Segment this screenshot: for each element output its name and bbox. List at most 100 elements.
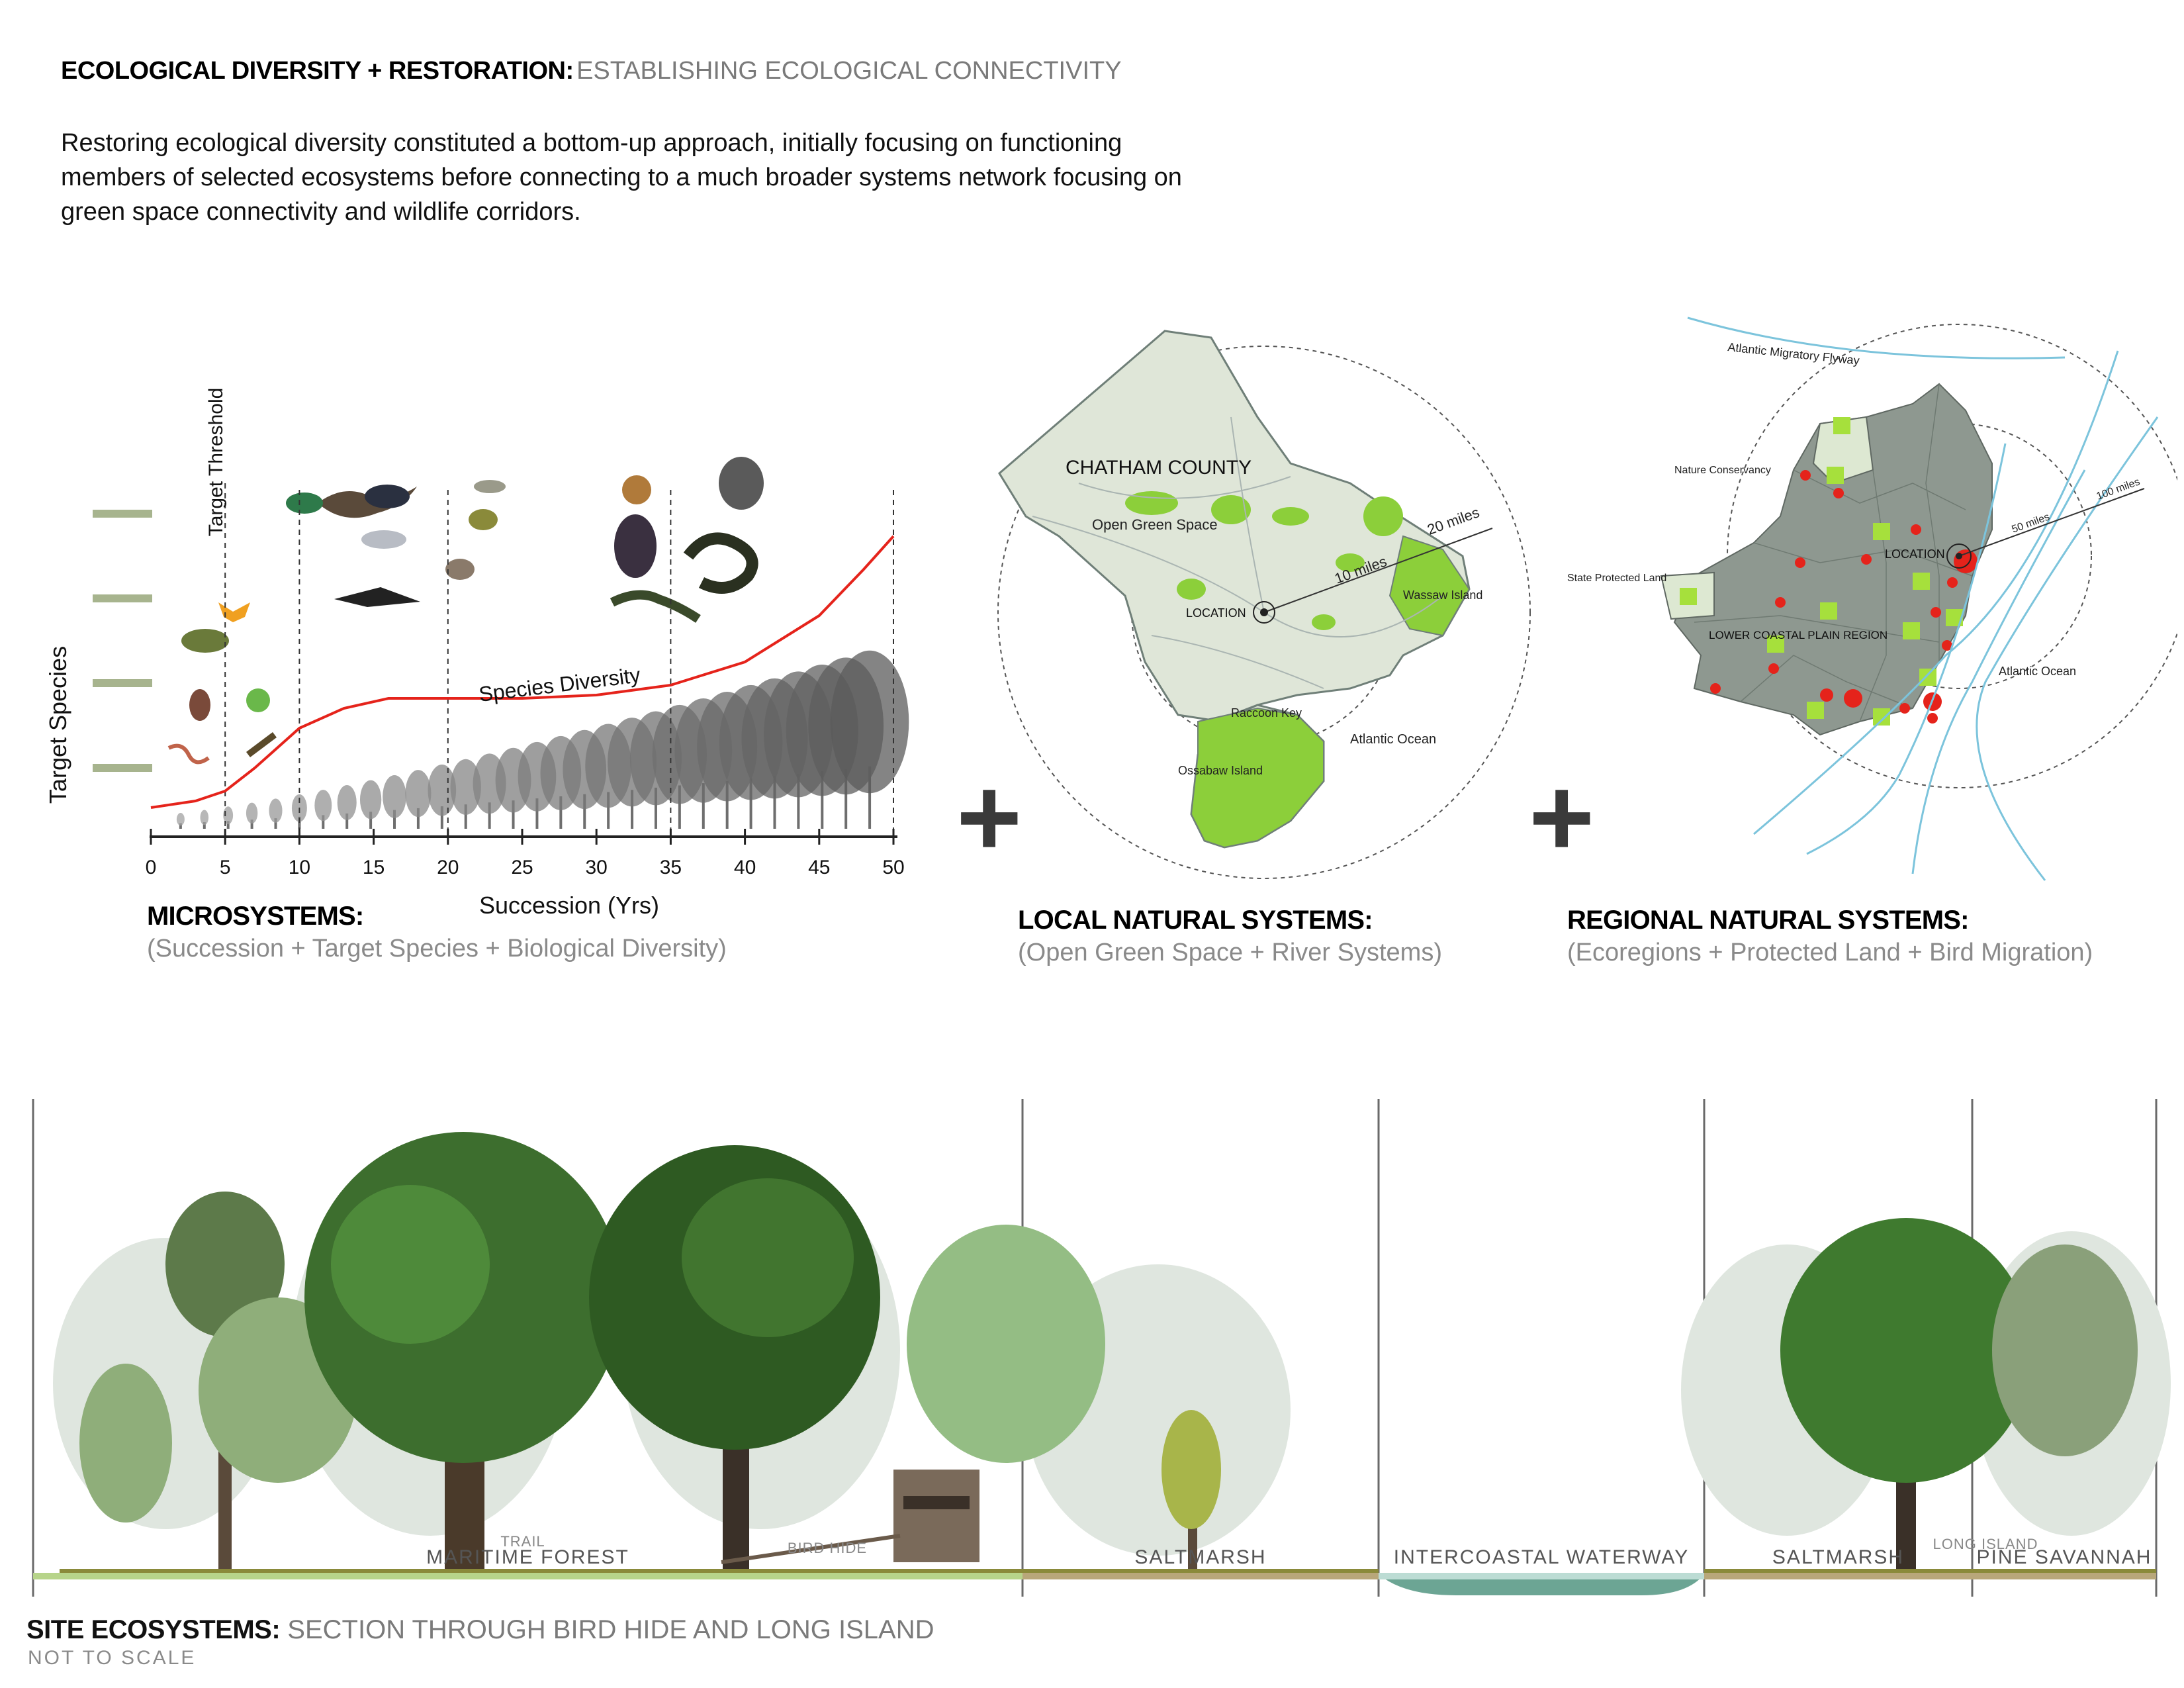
tree-trunk: [868, 766, 872, 829]
species-level-mark: [93, 510, 152, 518]
section-label: PINE SAVANNAH: [1977, 1546, 2152, 1568]
footer-bold: SITE ECOSYSTEMS:: [26, 1615, 281, 1644]
x-tick-label: 20: [437, 857, 459, 878]
x-tick-label: 40: [734, 857, 756, 878]
location-icon: [1260, 608, 1268, 616]
tree-crown: [200, 810, 209, 825]
tree-crown: [383, 774, 406, 818]
open-green-space: [1125, 491, 1403, 630]
tree-crown: [405, 770, 432, 818]
tree-crown: [337, 784, 357, 820]
section-label: SALTMARSH: [1134, 1546, 1266, 1568]
tree-trunk: [488, 802, 491, 829]
tree-trunk: [203, 822, 206, 829]
local-subheading: (Open Green Space + River Systems): [1018, 939, 1442, 966]
raccoon-label: Raccoon Key: [1231, 706, 1302, 720]
title-bold: ECOLOGICAL DIVERSITY + RESTORATION:: [61, 57, 574, 85]
species-diversity-curve: [150, 535, 895, 809]
local-systems-map: CHATHAM COUNTY Open Green Space LOCATION…: [997, 330, 1531, 879]
microsystems-chart: Target Species Target Threshold Species …: [44, 388, 909, 919]
protected-land-squares: [1680, 417, 1963, 726]
tree-crown: [428, 765, 457, 816]
tree-trunk: [322, 815, 325, 829]
state-protected-label: State Protected Land: [1567, 573, 1666, 584]
nature-conservancy-label: Nature Conservancy: [1674, 465, 1771, 476]
not-to-scale-note: NOT TO SCALE: [28, 1647, 197, 1669]
trail-label: TRAIL: [500, 1533, 545, 1550]
migration-flyway-lines: [1687, 316, 2159, 881]
tree-crown: [246, 802, 258, 824]
tree-trunk: [725, 780, 729, 829]
x-tick-label: 15: [363, 857, 385, 878]
intro-line: green space connectivity and wildlife co…: [61, 198, 581, 226]
ossabaw-label: Ossabaw Island: [1178, 764, 1263, 777]
local-heading: LOCAL NATURAL SYSTEMS:: [1018, 906, 1373, 935]
plus-icon: +: [956, 755, 1023, 880]
region-label: LOWER COASTAL PLAIN REGION: [1709, 629, 1888, 641]
tree-trunk: [464, 804, 467, 829]
tree-trunk: [821, 771, 824, 829]
regional-systems-map: Atlantic Migratory Flyway Nature Conserv…: [1567, 316, 2177, 881]
tree-trunk: [512, 800, 515, 829]
long-island-label: LONG ISLAND: [1933, 1536, 2038, 1552]
bird-hide-label: BIRD HIDE: [788, 1540, 867, 1556]
x-axis-label: Succession (Yrs): [479, 892, 659, 919]
tree-trunk: [749, 778, 752, 829]
bird-hide: [721, 1470, 979, 1564]
tree-trunk: [250, 820, 253, 829]
plus-icon: +: [1529, 755, 1595, 880]
section-bar: [1972, 1573, 2156, 1579]
species-diversity-label: Species Diversity: [477, 663, 641, 706]
tree-trunk: [179, 823, 182, 829]
tree-trunk: [274, 818, 277, 829]
tree-trunk: [773, 776, 776, 829]
tree-trunk: [702, 783, 705, 829]
ocean-label: Atlantic Ocean: [1350, 732, 1436, 747]
x-tick-label: 5: [220, 857, 231, 878]
target-species-animals: [167, 457, 764, 765]
tree-trunk: [393, 810, 396, 829]
tree-trunk: [654, 787, 657, 829]
tree-trunk: [583, 794, 586, 829]
section-bar: [33, 1573, 1023, 1579]
twenty-miles-label: 20 miles: [1425, 504, 1482, 538]
tree-trunk: [535, 798, 539, 829]
section-bar: [1704, 1573, 1972, 1579]
tree-crown: [176, 813, 185, 826]
tree-trunk: [416, 808, 420, 829]
wassaw-label: Wassaw Island: [1403, 588, 1482, 602]
tree-trunk: [631, 790, 634, 829]
x-tick-label: 50: [882, 857, 904, 878]
tree-trunk: [345, 813, 349, 829]
county-boundaries: [1694, 383, 1973, 722]
species-level-mark: [93, 764, 152, 772]
tree-trunk: [369, 812, 373, 829]
species-level-marks: [93, 510, 152, 772]
tree-crown: [269, 798, 283, 823]
intro-paragraph: Restoring ecological diversity constitut…: [61, 126, 1451, 229]
tree-trunk: [678, 785, 681, 829]
tree-crown: [450, 759, 481, 815]
tree-crown: [830, 650, 909, 794]
tree-trunk: [440, 806, 443, 829]
species-level-mark: [93, 594, 152, 602]
tree-trunk: [559, 796, 563, 829]
location-label: LOCATION: [1186, 606, 1246, 620]
x-tick-label: 35: [660, 857, 682, 878]
title-light: ESTABLISHING ECOLOGICAL CONNECTIVITY: [576, 57, 1122, 85]
succession-trees: [176, 650, 909, 829]
tree-trunk: [797, 773, 800, 829]
regional-subheading: (Ecoregions + Protected Land + Bird Migr…: [1567, 939, 2093, 966]
threshold-lines: [224, 483, 894, 835]
section-label: SALTMARSH: [1772, 1546, 1904, 1568]
footer-light: SECTION THROUGH BIRD HIDE AND LONG ISLAN…: [287, 1615, 934, 1644]
x-tick-label: 45: [808, 857, 830, 878]
green-space-label: Open Green Space: [1092, 516, 1218, 533]
x-tick-label: 30: [586, 857, 608, 878]
x-tick-label: 0: [146, 857, 157, 878]
regional-ocean-label: Atlantic Ocean: [1999, 665, 2076, 678]
species-level-mark: [93, 679, 152, 687]
x-tick-label: 25: [511, 857, 533, 878]
